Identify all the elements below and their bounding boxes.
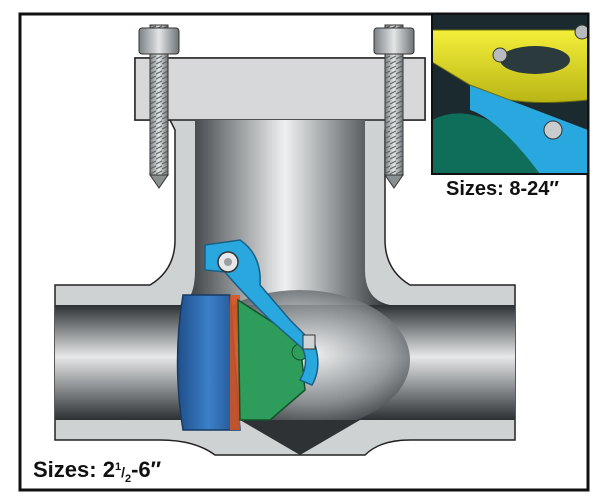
fraction-separator: / (121, 464, 125, 480)
main-size-label: Sizes: 21/2-6″ (33, 457, 162, 485)
fraction-numerator: 1 (114, 461, 122, 474)
seat-ring (176, 294, 241, 431)
bonnet-stud-right (373, 24, 415, 189)
bonnet-stud-left (138, 24, 180, 189)
fraction-denominator: 2 (124, 472, 132, 485)
main-size-prefix: Sizes: 2 (33, 457, 115, 482)
main-size-suffix: -6″ (131, 457, 162, 482)
inset-size-label: Sizes: 8-24″ (446, 178, 559, 200)
main-size-fraction: 1/2 (114, 461, 131, 484)
inset-image (431, 13, 590, 175)
hinge-arm (204, 239, 319, 386)
